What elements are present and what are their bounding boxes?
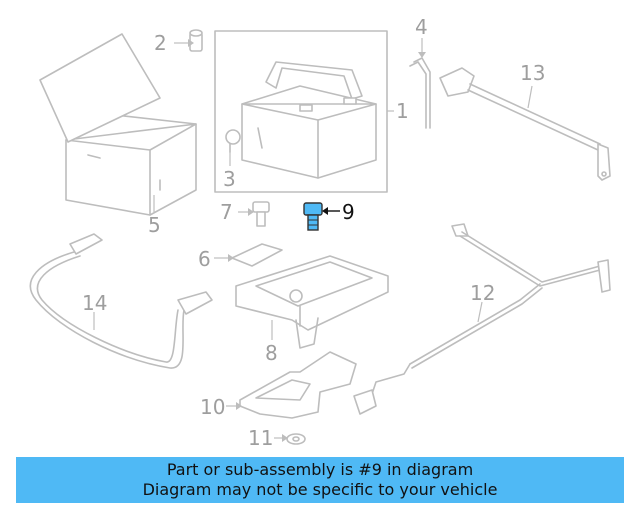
bolt-9-highlighted-part — [303, 202, 323, 231]
callout-5: 5 — [148, 213, 161, 237]
callout-12: 12 — [470, 281, 495, 305]
washer-part — [286, 433, 306, 445]
bracket-6-part — [231, 243, 283, 267]
callout-10: 10 — [200, 395, 225, 419]
battery-box-part — [39, 33, 197, 216]
ground-cable-part — [29, 233, 213, 369]
battery-part — [241, 61, 377, 179]
callout-6: 6 — [198, 247, 211, 271]
positive-cable-part — [439, 67, 611, 181]
callout-13: 13 — [520, 61, 545, 85]
info-banner: Part or sub-assembly is #9 in diagram Di… — [16, 457, 624, 503]
banner-line-1: Part or sub-assembly is #9 in diagram — [166, 460, 474, 479]
vent-plug-part — [225, 129, 241, 153]
bolt-7-part — [252, 201, 270, 227]
battery-tray-part — [235, 255, 389, 349]
tray-bracket-part — [239, 351, 357, 419]
callout-11: 11 — [248, 426, 273, 450]
callout-14: 14 — [82, 291, 107, 315]
callout-3: 3 — [223, 167, 236, 191]
callout-4: 4 — [415, 15, 428, 39]
callout-8: 8 — [265, 341, 278, 365]
callout-2: 2 — [154, 31, 167, 55]
callout-9: 9 — [342, 200, 355, 224]
plug-part — [189, 29, 203, 52]
vent-hose-part — [409, 57, 431, 129]
cable-12-part — [353, 223, 611, 415]
callout-7: 7 — [220, 200, 233, 224]
banner-line-2: Diagram may not be specific to your vehi… — [142, 480, 498, 499]
callout-1: 1 — [396, 99, 409, 123]
